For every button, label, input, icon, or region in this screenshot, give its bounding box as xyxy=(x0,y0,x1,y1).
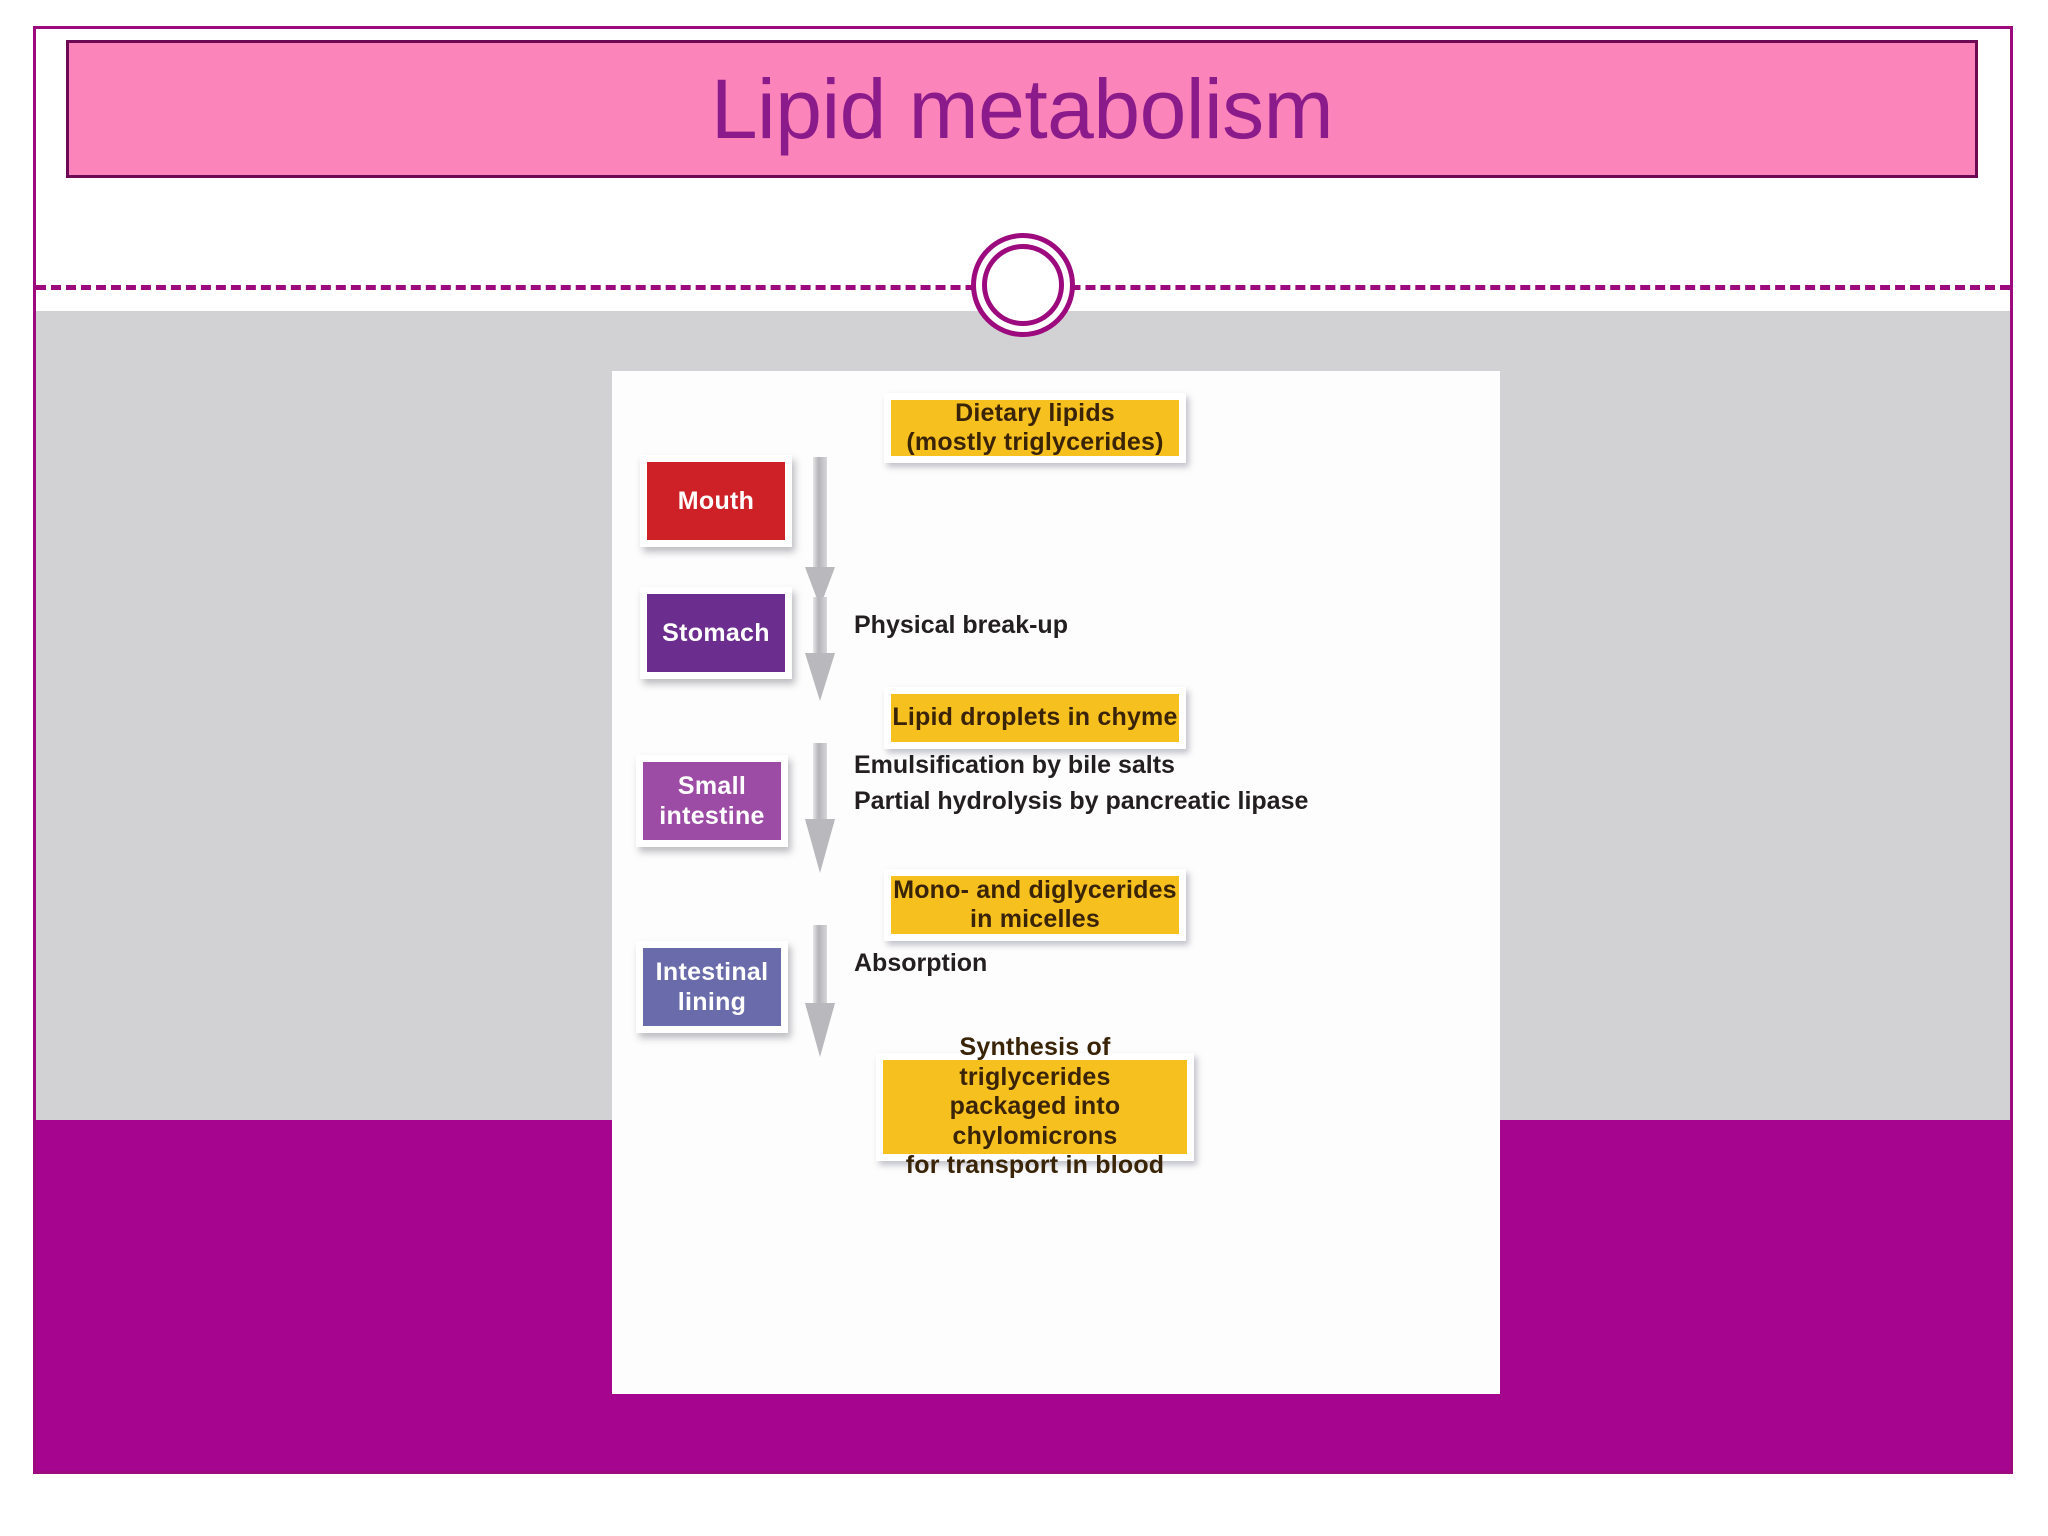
organ-box-intestinal-lining: Intestinal lining xyxy=(636,941,788,1033)
slide-title-bar: Lipid metabolism xyxy=(66,40,1978,178)
step-box-monoglycerides-micelles: Mono- and diglycerides in micelles xyxy=(884,869,1186,941)
organ-label: Stomach xyxy=(662,619,770,647)
process-label-line-1: Emulsification by bile salts xyxy=(854,751,1175,779)
step-line-2: in micelles xyxy=(969,905,1101,933)
organ-box-mouth: Mouth xyxy=(640,455,792,547)
organ-box-stomach: Stomach xyxy=(640,587,792,679)
step-line-3: for transport in blood xyxy=(905,1151,1165,1180)
page-title: Lipid metabolism xyxy=(710,62,1334,156)
organ-label-line-2: intestine xyxy=(659,802,765,830)
process-label-absorption: Absorption xyxy=(854,945,987,981)
step-line-1: Lipid droplets in chyme xyxy=(892,703,1178,732)
step-line-2: (mostly triglycerides) xyxy=(906,428,1164,456)
organ-label-line-2: lining xyxy=(677,988,747,1016)
process-label-physical-breakup: Physical break-up xyxy=(854,607,1068,643)
process-label-emulsification: Emulsification by bile salts Partial hyd… xyxy=(854,747,1308,820)
organ-box-small-intestine: Small intestine xyxy=(636,755,788,847)
arrow-micelles-to-synthesis xyxy=(798,925,842,1063)
decorative-circle-inner-icon xyxy=(982,244,1064,326)
decorative-circle-icon xyxy=(971,233,1075,337)
step-line-1: Mono- and diglycerides xyxy=(893,875,1177,904)
slide: Lipid metabolism xyxy=(33,26,2013,1474)
organ-label-line-1: Intestinal xyxy=(655,958,769,986)
step-line-1: Dietary lipids xyxy=(955,398,1115,427)
arrow-droplets-to-micelles xyxy=(798,743,842,879)
process-label-line-1: Absorption xyxy=(854,949,988,977)
step-box-synthesis-chylomicrons: Synthesis of triglycerides packaged into… xyxy=(876,1033,1194,1179)
step-box-dietary-lipids: Dietary lipids (mostly triglycerides) xyxy=(884,393,1186,463)
arrow-dietary-to-droplets xyxy=(798,457,842,707)
step-box-lipid-droplets: Lipid droplets in chyme xyxy=(884,687,1186,749)
step-line-1: Synthesis of triglycerides xyxy=(959,1033,1111,1091)
lipid-digestion-flowchart: Dietary lipids (mostly triglycerides) Li… xyxy=(612,371,1500,1394)
step-line-2: packaged into chylomicrons xyxy=(949,1092,1121,1150)
process-label-line-2: Partial hydrolysis by pancreatic lipase xyxy=(854,787,1309,816)
organ-label: Mouth xyxy=(677,487,755,515)
organ-label-line-1: Small xyxy=(677,772,747,800)
process-label-line-1: Physical break-up xyxy=(854,611,1068,639)
